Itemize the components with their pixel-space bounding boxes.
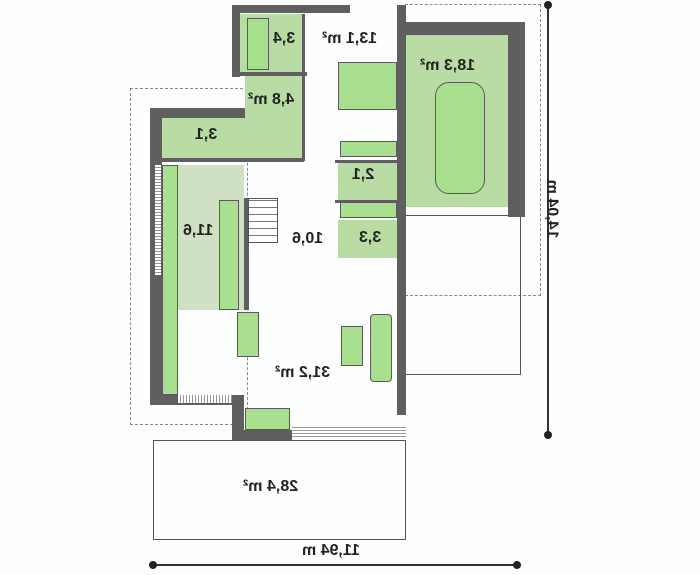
room-area-terrace: 28,4 m²	[243, 478, 299, 495]
wall	[162, 158, 304, 162]
dining-table	[237, 312, 259, 357]
wall	[508, 22, 525, 217]
terrace-outline	[153, 440, 406, 540]
sideboard	[245, 408, 290, 430]
car	[435, 82, 485, 194]
room-area-bedroom: 13,1 m²	[322, 30, 378, 47]
kitchen-counter-left	[162, 165, 178, 395]
dimension-endpoint	[149, 561, 157, 569]
window	[178, 395, 232, 403]
room-area-kitchen: 11,6	[183, 222, 214, 239]
sofa	[370, 314, 392, 382]
wc-floor	[338, 163, 397, 201]
kitchen-counter	[219, 200, 239, 310]
room-area-living-room: 31,2 m²	[275, 364, 331, 381]
dimension-endpoint	[544, 431, 552, 439]
wall	[232, 5, 350, 13]
dimension-endpoint	[544, 1, 552, 9]
wall	[335, 160, 397, 163]
wardrobe-floor	[338, 220, 397, 258]
room-area-hall: 10,6	[292, 230, 324, 247]
wall	[244, 198, 249, 310]
room-area-garage: 18,3 m²	[420, 57, 476, 74]
wardrobe-bottom	[340, 202, 397, 218]
wall	[335, 200, 397, 203]
pantry-floor	[162, 118, 245, 160]
wall	[232, 395, 244, 440]
bathtub	[247, 18, 269, 70]
width-dimension-line	[153, 564, 517, 566]
window	[155, 165, 161, 275]
room-area-bathroom: 3,4	[273, 30, 296, 47]
depth-dimension-text: 14,04 m	[543, 179, 561, 239]
carport-outline	[405, 215, 521, 375]
stairs	[248, 198, 278, 243]
coffee-table	[341, 326, 363, 366]
room-area-pantry: 3,1	[195, 126, 218, 143]
depth-dimension-label: 14,04 m	[542, 180, 560, 239]
window	[292, 427, 406, 439]
dimension-endpoint	[513, 561, 521, 569]
room-area-wardrobe: 3,3	[359, 229, 382, 246]
wardrobe-top	[340, 141, 397, 157]
wall	[397, 5, 406, 415]
wall	[405, 22, 525, 35]
room-area-hall-upper: 4,8 m²	[248, 91, 295, 108]
hall-upper-floor	[245, 76, 305, 161]
wall	[150, 108, 245, 118]
room-area-wc: 2,1	[352, 166, 375, 183]
width-dimension-label: 11,94 m	[302, 542, 360, 559]
wall	[232, 430, 292, 440]
wall	[232, 5, 240, 77]
wall	[302, 14, 305, 161]
depth-dimension-line	[547, 5, 549, 435]
wall	[232, 72, 307, 76]
bed	[338, 62, 397, 110]
